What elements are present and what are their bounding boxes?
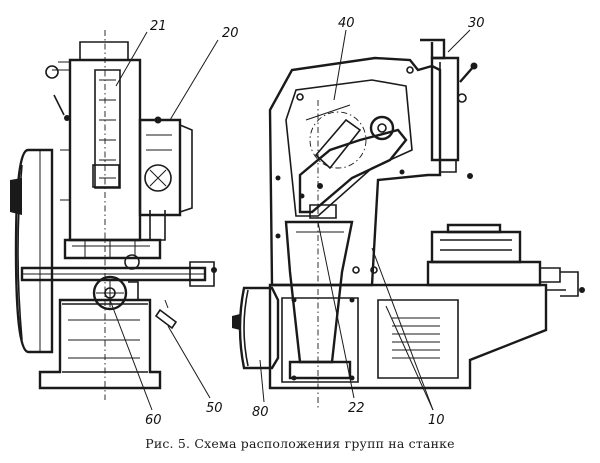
leader-lines xyxy=(109,29,471,411)
callout-20: 20 xyxy=(222,26,239,41)
callout-30: 30 xyxy=(468,16,485,31)
callout-21: 21 xyxy=(150,19,167,34)
callout-22: 22 xyxy=(348,401,365,416)
figure-caption: Рис. 5. Схема расположения групп на стан… xyxy=(145,436,455,451)
callout-60: 60 xyxy=(145,413,162,428)
callout-labels: 21 20 40 30 60 50 80 22 10 xyxy=(145,16,485,428)
side-view xyxy=(10,30,217,400)
callout-10: 10 xyxy=(428,413,445,428)
front-view xyxy=(232,38,585,410)
callout-50: 50 xyxy=(206,401,223,416)
callout-80: 80 xyxy=(252,405,269,420)
callout-40: 40 xyxy=(338,16,355,31)
